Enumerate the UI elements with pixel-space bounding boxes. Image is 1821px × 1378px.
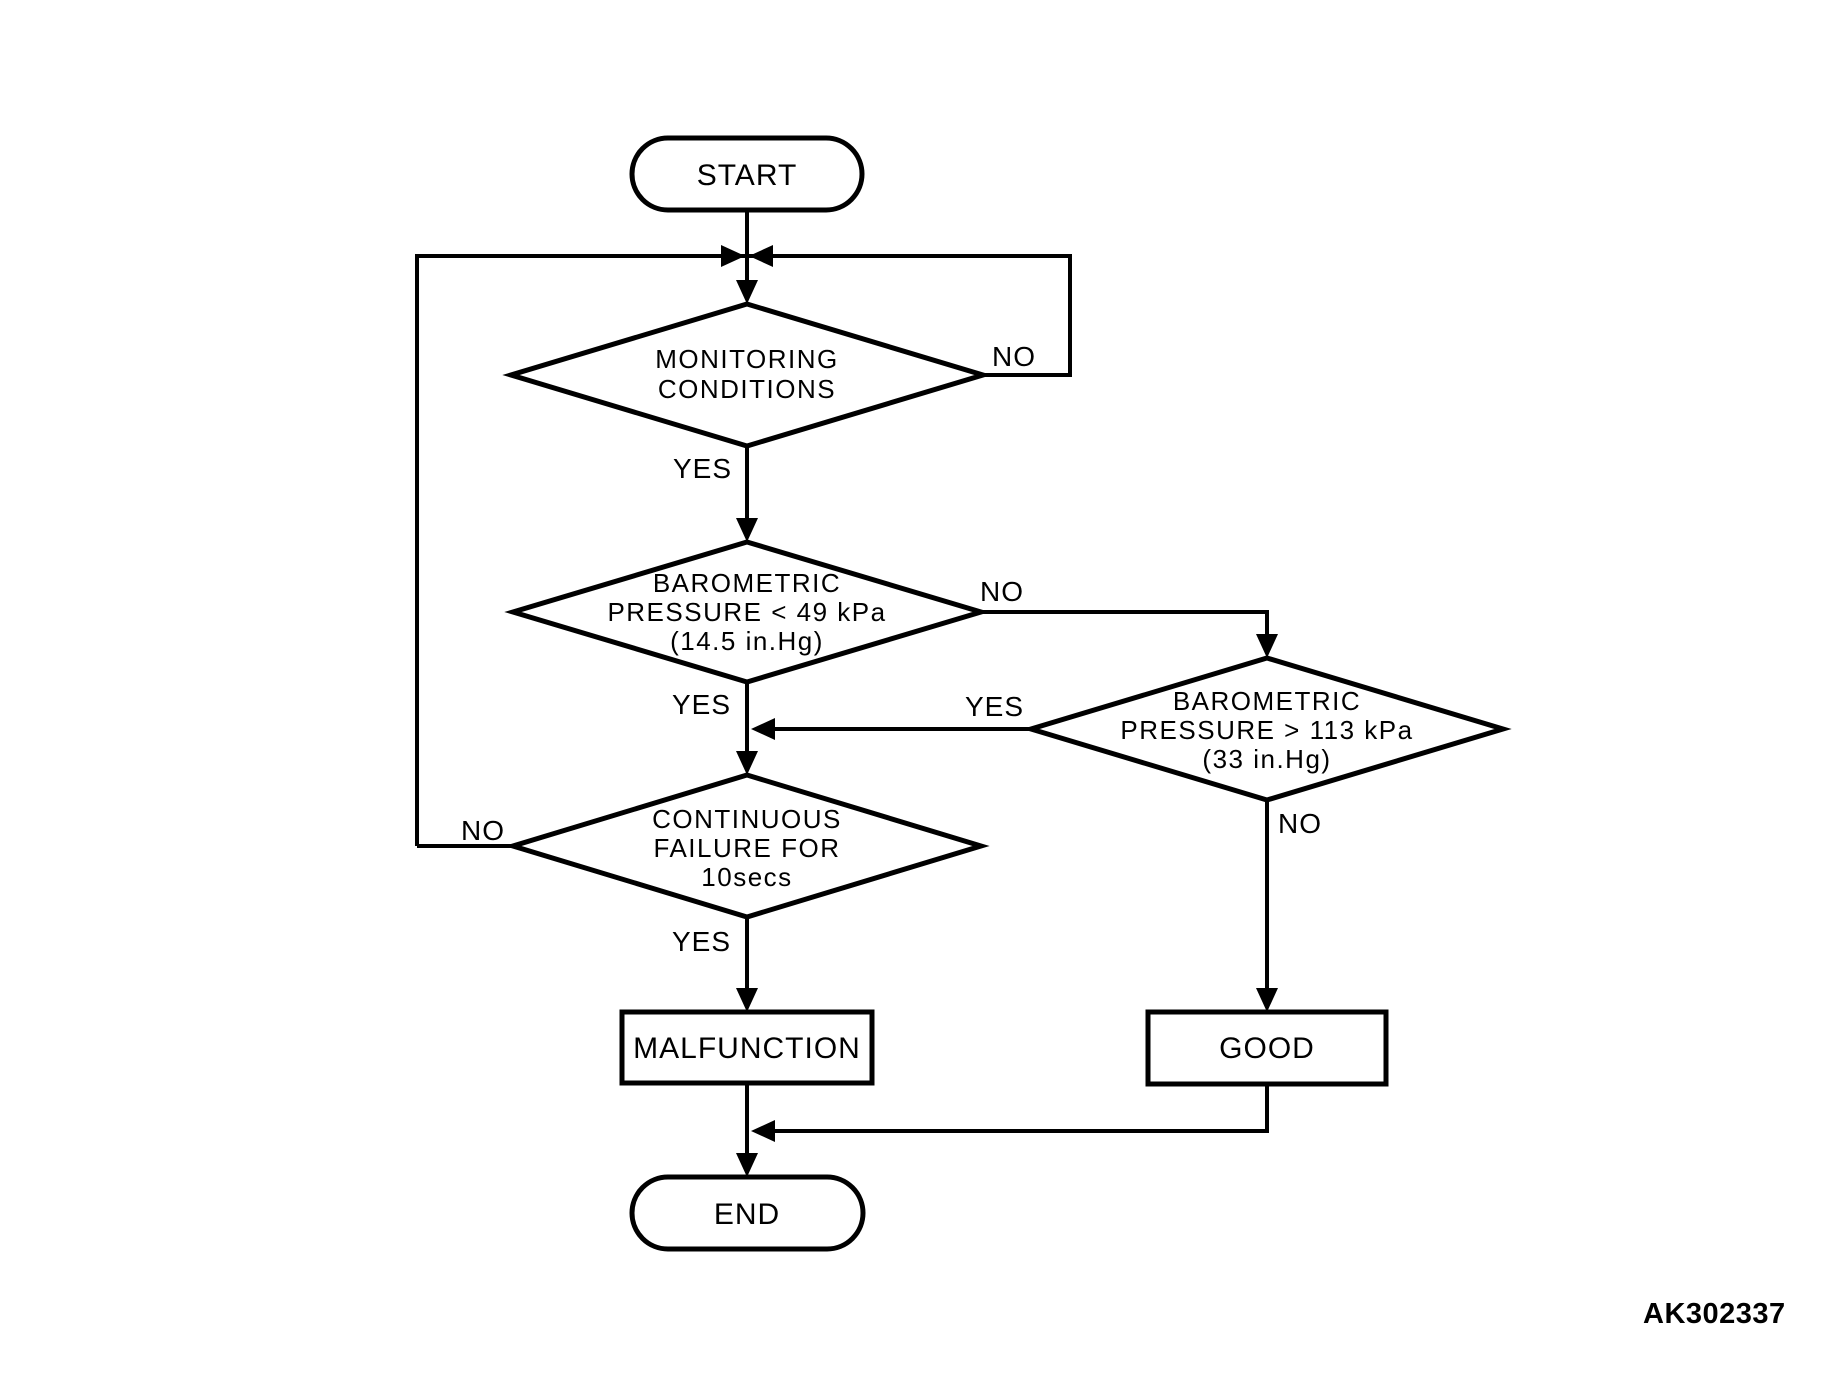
barometric-low-label-line3: (14.5 in.Hg) [670, 626, 824, 656]
node-barometric-low: BAROMETRIC PRESSURE < 49 kPa (14.5 in.Hg… [504, 539, 990, 685]
barometric-high-label-line3: (33 in.Hg) [1202, 744, 1331, 774]
arrow-into-monitoring-icon [736, 280, 758, 304]
arrow-barometric-high-yes-icon [751, 718, 775, 740]
barometric-high-label-line1: BAROMETRIC [1173, 686, 1361, 716]
arrow-into-barometric-high-icon [1256, 634, 1278, 658]
monitoring-no-label: NO [992, 341, 1036, 372]
continuous-failure-label-line3: 10secs [701, 862, 792, 892]
end-label: END [714, 1198, 780, 1231]
arrow-into-continuous-failure-icon [736, 751, 758, 775]
arrow-junction-left-icon [749, 245, 773, 267]
node-malfunction: MALFUNCTION [619, 1009, 875, 1086]
start-label: START [697, 159, 798, 192]
node-start: START [629, 135, 865, 213]
good-process-shape [1145, 1009, 1389, 1087]
arrow-junction-right-icon [721, 245, 745, 267]
continuous-failure-decision-shape [504, 772, 990, 920]
malfunction-label: MALFUNCTION [633, 1032, 861, 1065]
start-terminal-shape [629, 135, 865, 213]
arrow-good-merge-icon [751, 1120, 775, 1142]
barometric-high-yes-label: YES [965, 691, 1024, 722]
barometric-low-yes-label: YES [672, 689, 731, 720]
continuous-failure-label-line2: FAILURE FOR [654, 833, 841, 863]
malfunction-process-shape [619, 1009, 875, 1086]
arrow-into-good-icon [1256, 988, 1278, 1012]
barometric-low-label-line2: PRESSURE < 49 kPa [607, 597, 886, 627]
arrowheads [721, 245, 1278, 1177]
continuous-failure-label-line1: CONTINUOUS [652, 804, 842, 834]
monitoring-label-line2: CONDITIONS [658, 374, 836, 404]
node-barometric-high: BAROMETRIC PRESSURE > 113 kPa (33 in.Hg) [1022, 655, 1512, 803]
connector-lines [415, 210, 1269, 1155]
node-good: GOOD [1145, 1009, 1389, 1087]
end-terminal-shape [629, 1174, 866, 1252]
barometric-low-label-line1: BAROMETRIC [653, 568, 841, 598]
good-label: GOOD [1219, 1032, 1315, 1065]
figure-id-label: AK302337 [1643, 1298, 1786, 1330]
monitoring-label-line1: MONITORING [655, 344, 839, 374]
barometric-low-decision-shape [504, 539, 990, 685]
node-continuous-failure: CONTINUOUS FAILURE FOR 10secs [504, 772, 990, 920]
arrow-into-end-icon [736, 1153, 758, 1177]
continuous-failure-yes-label: YES [672, 926, 731, 957]
arrow-into-barometric-low-icon [736, 518, 758, 542]
monitoring-yes-label: YES [673, 453, 732, 484]
barometric-high-no-label: NO [1278, 808, 1322, 839]
barometric-high-label-line2: PRESSURE > 113 kPa [1120, 715, 1413, 745]
barometric-low-no-label: NO [980, 576, 1024, 607]
monitoring-decision-shape [502, 301, 992, 449]
node-monitoring-conditions: MONITORING CONDITIONS [502, 301, 992, 449]
arrow-into-malfunction-icon [736, 988, 758, 1012]
barometric-high-decision-shape [1022, 655, 1512, 803]
continuous-failure-no-label: NO [461, 815, 505, 846]
node-end: END [629, 1174, 866, 1252]
edge-labels: NO YES NO YES YES NO NO YES [461, 341, 1322, 957]
